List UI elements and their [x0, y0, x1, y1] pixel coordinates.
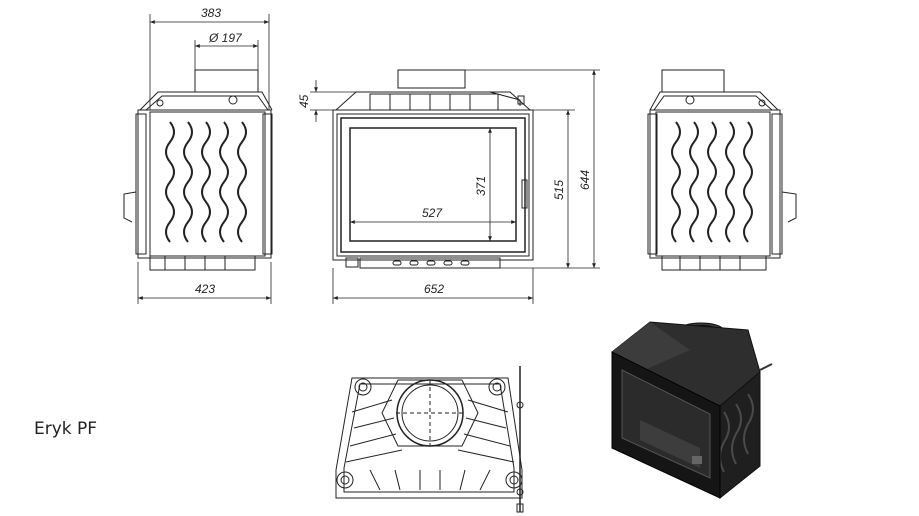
dim-side-depth: 423 — [195, 282, 215, 296]
dim-flue-diameter: Ø 197 — [208, 31, 243, 45]
dim-front-height: 515 — [552, 180, 566, 200]
dim-top-width: 383 — [201, 6, 221, 20]
dim-flue-offset: 45 — [297, 94, 311, 108]
model-name: Eryk PF — [34, 419, 98, 439]
left-side-view — [123, 69, 273, 271]
dim-glass-height: 371 — [474, 176, 488, 196]
left-dimension-lines — [137, 14, 272, 304]
front-view — [332, 69, 534, 269]
front-dimension-lines — [310, 69, 600, 304]
right-side-view — [647, 69, 797, 271]
dim-total-height: 644 — [578, 170, 592, 190]
fireplace-render — [611, 321, 773, 500]
dim-glass-width: 527 — [422, 206, 443, 220]
plan-view — [335, 366, 524, 513]
dim-front-width: 652 — [424, 282, 444, 296]
